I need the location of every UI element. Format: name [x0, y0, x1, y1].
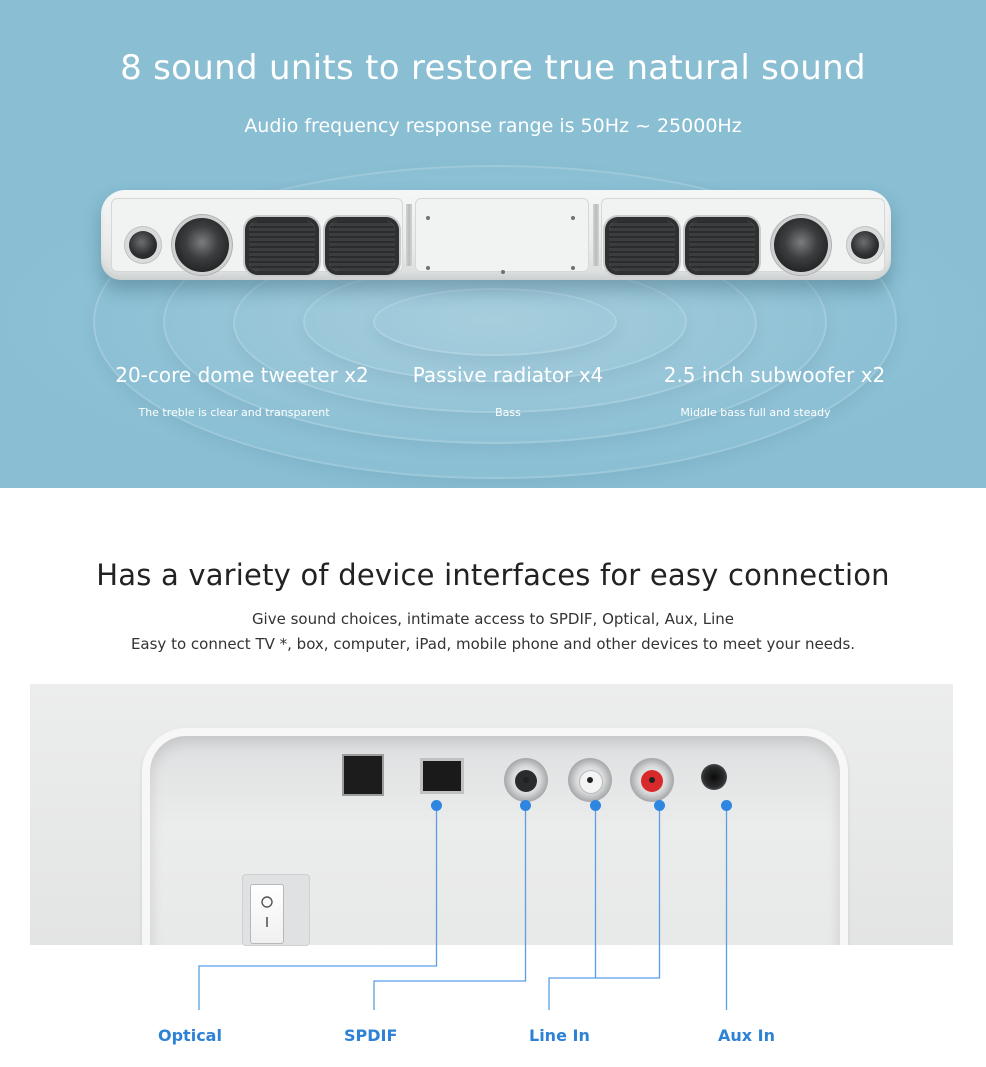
hero-title: 8 sound units to restore true natural so… [120, 48, 866, 88]
label-spdif: SPDIF [344, 1026, 398, 1045]
panel-divider [406, 204, 412, 266]
interfaces-line-1: Give sound choices, intimate access to S… [251, 610, 735, 628]
screw [501, 270, 505, 274]
ripple-ring [373, 288, 617, 356]
rca-ring [579, 770, 603, 794]
spdif-coax-port [504, 758, 548, 802]
screw [571, 266, 575, 270]
ripple-ring [93, 165, 897, 479]
radiator-4 [689, 221, 755, 271]
line-in-l-dot [590, 800, 601, 811]
panel-divider [593, 204, 599, 266]
line-in-right-port [630, 758, 674, 802]
rca-pin [649, 777, 655, 783]
feature-label-tweeter: 20-core dome tweeter x2 [115, 363, 369, 387]
aux-in-port [701, 764, 727, 790]
label-optical: Optical [158, 1026, 222, 1045]
interfaces-line-2: Easy to connect TV *, box, computer, iPa… [130, 635, 856, 653]
hero-subtitle: Audio frequency response range is 50Hz ~… [244, 115, 742, 137]
spdif-dot [520, 800, 531, 811]
soundbar-image [101, 190, 891, 280]
subwoofer-left [175, 218, 229, 272]
feature-desc-tweeter: The treble is clear and transparent [138, 406, 330, 419]
feature-desc-subwoofer: Middle bass full and steady [680, 406, 831, 419]
optical-dot [431, 800, 442, 811]
feature-desc-radiator: Bass [495, 406, 521, 419]
tweeter-left [129, 231, 157, 259]
feature-label-radiator: Passive radiator x4 [412, 363, 604, 387]
line-in-r-dot [654, 800, 665, 811]
rca-pin [587, 777, 593, 783]
label-line-in: Line In [529, 1026, 590, 1045]
radiator-3 [609, 221, 675, 271]
line-in-left-port [568, 758, 612, 802]
optical-port [420, 758, 464, 794]
power-switch [250, 884, 284, 944]
rca-pin [523, 777, 529, 783]
switch-symbol-icon [261, 896, 273, 927]
dc-power-port [342, 754, 384, 796]
screw [571, 216, 575, 220]
hero-banner: 8 sound units to restore true natural so… [0, 0, 986, 488]
label-aux-in: Aux In [718, 1026, 776, 1045]
screw [426, 216, 430, 220]
aux-in-dot [721, 800, 732, 811]
interfaces-title: Has a variety of device interfaces for e… [96, 558, 890, 592]
radiator-1 [249, 221, 315, 271]
tweeter-right [851, 231, 879, 259]
subwoofer-right [774, 218, 828, 272]
screw [426, 266, 430, 270]
feature-label-subwoofer: 2.5 inch subwoofer x2 [663, 363, 886, 387]
radiator-2 [329, 221, 395, 271]
